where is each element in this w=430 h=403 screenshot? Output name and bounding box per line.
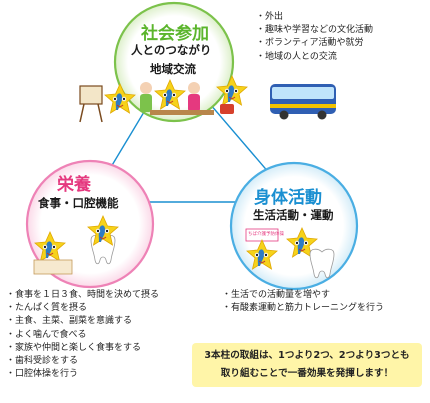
physical-illustration — [245, 227, 335, 279]
list-item: ・趣味や学習などの文化活動 — [256, 25, 374, 36]
list-item: ・口腔体操を行う — [6, 369, 79, 380]
social-bullets: ・外出 ・趣味や学習などの文化活動 ・ボランティア活動や就労 ・地域の人との交流 — [256, 11, 373, 64]
physical-bullets: ・生活での活動量を増やす ・有酸素運動と筋力トレーニングを行う — [222, 289, 384, 315]
list-item: ・歯科受診をする — [6, 356, 79, 367]
social-subtitle-1: 人とのつながり — [131, 43, 212, 57]
list-item: ・ボランティア活動や就労 — [256, 38, 364, 49]
list-item: ・地域の人との交流 — [256, 51, 337, 62]
nutrition-illustration — [33, 215, 119, 275]
nutrition-title: 栄養 — [57, 175, 91, 195]
callout-line-1: 3本柱の取組は、1つより2つ、2つより3つとも — [204, 350, 410, 361]
drum-icon — [220, 104, 234, 114]
desk-icon — [150, 110, 214, 115]
list-item: ・たんぱく質を摂る — [6, 303, 88, 314]
summary-callout: 3本柱の取組は、1つより2つ、2つより3つとも 取り組むことで一番効果を発揮しま… — [192, 343, 422, 387]
list-item: ・有酸素運動と筋力トレーニングを行う — [222, 303, 385, 314]
nutrition-bullets: ・食事を１日３食、時間を決めて摂る ・たんぱく質を摂る ・主食、主菜、副菜を意識… — [6, 289, 159, 381]
list-item: ・主食、主菜、副菜を意識する — [6, 316, 133, 327]
physical-title: 身体活動 — [254, 188, 322, 208]
easel-icon — [79, 85, 103, 105]
physical-circle — [229, 161, 359, 291]
list-item: ・外出 — [256, 12, 284, 22]
connecting-triangle — [88, 60, 296, 203]
list-item: ・食事を１日３食、時間を決めて摂る — [6, 290, 160, 300]
table-icon — [33, 259, 73, 275]
person-icon — [188, 82, 200, 94]
social-title: 社会参加 — [141, 24, 209, 44]
social-illustration — [79, 75, 248, 123]
physical-subtitle: 生活活動・運動 — [253, 208, 334, 222]
list-item: ・家族や仲間と楽しく食事をする — [6, 342, 142, 353]
sign-text: ちば介護予防体操 — [248, 232, 284, 237]
bus-icon — [270, 84, 336, 120]
nutrition-subtitle: 食事・口腔機能 — [38, 196, 119, 210]
social-subtitle-2: 地域交流 — [150, 62, 196, 76]
list-item: ・生活での活動量を増やす — [222, 290, 331, 300]
list-item: ・よく噛んで食べる — [6, 329, 87, 340]
callout-line-2: 取り組むことで一番効果を発揮します！ — [220, 368, 394, 379]
person-icon — [140, 82, 152, 94]
